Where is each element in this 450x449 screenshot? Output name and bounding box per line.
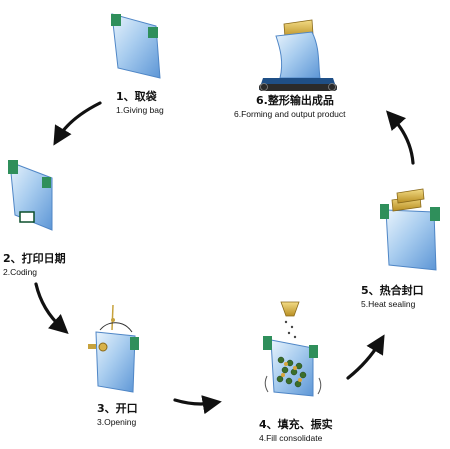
step4-bag-illustration bbox=[263, 301, 322, 397]
step6-label-cn: 6.整形输出成品 bbox=[256, 94, 334, 107]
arrow-1-to-2 bbox=[53, 101, 102, 146]
step1-label-cn: 1、取袋 bbox=[116, 90, 157, 103]
step6-label-en: 6.Forming and output product bbox=[234, 109, 346, 119]
step6-product-illustration bbox=[259, 19, 337, 91]
step2-bag-illustration bbox=[8, 160, 53, 231]
arrow-2-to-3 bbox=[34, 282, 69, 334]
arrow-3-to-4 bbox=[173, 395, 222, 415]
step5-label-cn: 5、热合封口 bbox=[361, 284, 424, 297]
step2-label-en: 2.Coding bbox=[3, 267, 38, 277]
flow-arrows bbox=[34, 101, 415, 415]
step2-label-cn: 2、打印日期 bbox=[3, 252, 66, 265]
step5-label-en: 5.Heat sealing bbox=[361, 299, 416, 309]
step5-bag-illustration bbox=[380, 188, 440, 271]
step4-label-en: 4.Fill consolidate bbox=[259, 433, 323, 443]
arrow-4-to-5 bbox=[346, 334, 385, 380]
step3-label-en: 3.Opening bbox=[97, 417, 137, 427]
step1-bag-illustration bbox=[111, 13, 161, 79]
step3-bag-illustration bbox=[88, 304, 139, 393]
arrow-5-to-6 bbox=[385, 110, 415, 165]
step3-label-cn: 3、开口 bbox=[97, 402, 138, 415]
step1-label-en: 1.Giving bag bbox=[116, 105, 164, 115]
step4-label-cn: 4、填充、振实 bbox=[259, 418, 333, 431]
